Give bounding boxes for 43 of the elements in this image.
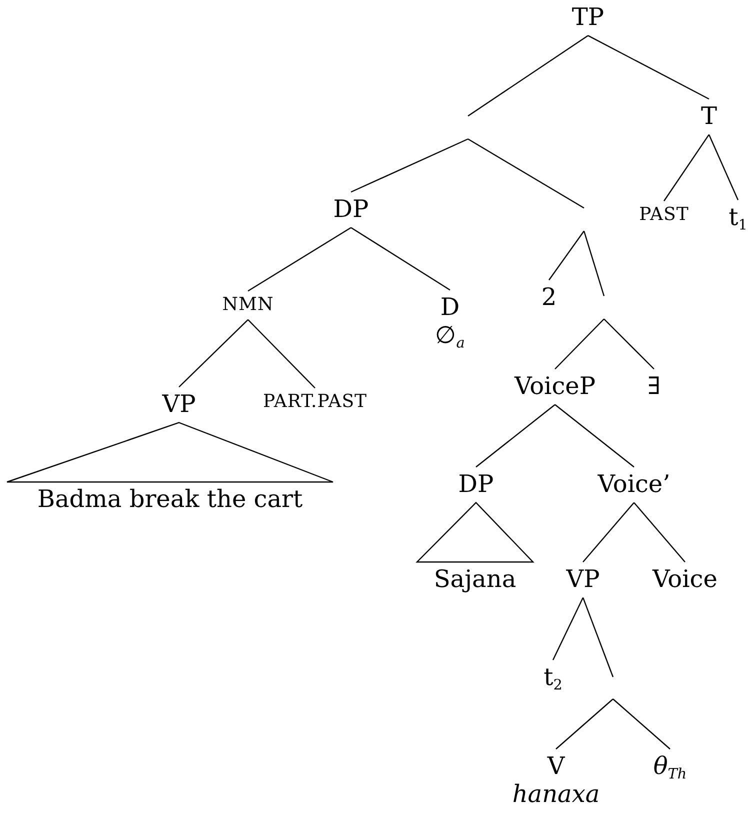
branch-line [552,597,584,660]
tree-node-label: DP [331,192,371,228]
branch-line [604,318,654,370]
branch-line [582,502,634,562]
tree-node-label: Badma break the cart [35,482,305,518]
tree-node-label: NMN [220,291,276,320]
tree-node-label: TP [570,0,606,36]
branch-line [178,319,248,388]
tree-node-label: Voice [650,562,720,598]
branch-line [468,35,588,116]
branch-line [708,134,739,200]
tree-node-label: PAST [637,201,691,230]
branch-line [554,404,634,468]
branch-line [612,698,670,750]
tree-node-label: Sajana [432,562,518,598]
tree-node-label: 2 [539,280,559,316]
triangle-roof [416,502,534,563]
branch-line [350,227,450,290]
tree-node-label: ∃ [645,369,663,405]
tree-node-label: PART.PAST [260,388,370,417]
tree-node-label: θ$_{Th}$ [651,749,689,785]
branch-line [248,319,316,388]
tree-node-label: VP [564,562,602,598]
branch-line [588,35,710,100]
tree-node-label: t$_{1}$ [726,200,750,236]
branch-line [634,502,686,562]
tree-node-label: VP [160,387,198,423]
tree-node-label: VoiceP [512,369,598,405]
branch-line [556,698,614,750]
branch-line [548,230,584,280]
branch-line [554,318,604,370]
branch-line [476,404,556,468]
tree-node-label: DP [456,467,496,503]
tree-node-label: V hanaxa [510,749,602,812]
tree-node-label: Voice’ [596,467,672,503]
tree-node-label: D ∅$_{a}$ [433,290,467,354]
branch-line [582,597,614,678]
branch-line [248,227,352,292]
tree-node-label: T [699,99,719,135]
tree-node-label: t$_{2}$ [542,660,564,696]
branch-line [350,138,468,193]
triangle-roof [6,422,334,483]
branch-line [664,134,710,202]
